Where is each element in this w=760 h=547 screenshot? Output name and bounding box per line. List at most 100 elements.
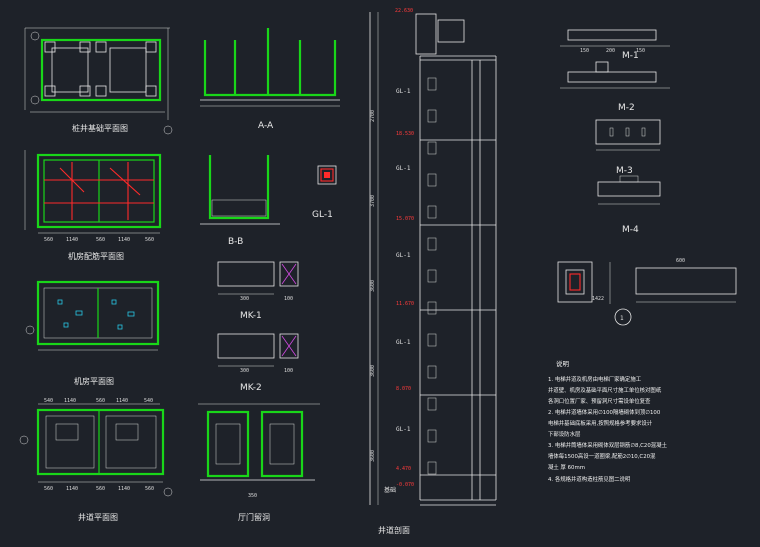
opening-mark: [427, 429, 437, 443]
svg-text:1140: 1140: [66, 486, 78, 492]
caption-machine-plan: 机房平面图: [74, 376, 114, 386]
m1-dim: 150: [580, 48, 589, 54]
floor-slabs: [420, 139, 496, 476]
floor-height: 2700: [370, 110, 376, 122]
gl-label: GL-1: [396, 426, 411, 433]
top-elevation: 22.630: [395, 8, 413, 14]
svg-text:560: 560: [145, 486, 154, 492]
note-line: 墙体每1500高设一道圈梁,配筋2∅10,C20混: [548, 452, 656, 460]
caption-mk-1: MK-1: [240, 311, 262, 321]
beam-plan-dims: 560 1140 560 1140 560: [44, 237, 154, 243]
gl-label: GL-1: [396, 165, 411, 172]
beam-reinforcement-plan: [24, 150, 162, 234]
mk1-width: 300: [240, 296, 249, 302]
opening-mark: [427, 461, 437, 475]
detail-marker: [614, 308, 632, 326]
mk1-height: 100: [284, 296, 293, 302]
caption-section-aa: A-A: [258, 121, 274, 131]
mk2-height: 100: [284, 368, 293, 374]
note-line: 电梯井基础底板采用,按照规格参考要求设计: [548, 419, 653, 427]
note-line: 凝土 厚 60mm: [548, 463, 585, 471]
shaft-elevation: [369, 12, 497, 506]
elev-label: 4.470: [396, 466, 411, 472]
svg-text:560: 560: [44, 237, 53, 243]
bottom-label: 基础: [384, 486, 396, 494]
notes-title: 说明: [556, 359, 570, 368]
caption-gl-1: GL-1: [312, 210, 333, 220]
svg-text:1140: 1140: [64, 398, 76, 404]
shaft-plan-dims-bottom: 560 1140 560 1140 560: [44, 486, 154, 492]
elev-label: 8.070: [396, 386, 411, 392]
door-span: 350: [248, 493, 257, 499]
opening-mark: [427, 205, 437, 219]
gl-label: GL-1: [396, 339, 411, 346]
m-1-detail: [560, 29, 670, 89]
caption-beam-plan: 机房配筋平面图: [68, 251, 124, 261]
elev-label: 15.070: [396, 216, 414, 222]
elev-label: 18.530: [396, 131, 414, 137]
caption-elevation: 井道剖面: [378, 525, 410, 535]
svg-text:560: 560: [96, 398, 105, 404]
caption-m-1: M-1: [622, 51, 639, 61]
opening-mark: [427, 365, 437, 379]
m1-dim: 150: [636, 48, 645, 54]
floor-height: 3700: [370, 195, 376, 207]
note-line: 2. 电梯井道墙体采用∅100隔墙砌体到顶∅100: [548, 408, 661, 416]
floor-height: 3600: [370, 280, 376, 292]
shaft-plan-dims-top: 540 1140 560 1140 540: [44, 398, 153, 404]
section-a-a: [200, 28, 340, 107]
svg-text:540: 540: [44, 398, 53, 404]
mk-1-detail: [217, 261, 299, 295]
detail-marker-label: 1: [620, 315, 624, 322]
note-line: 下部设防水层: [548, 430, 581, 438]
caption-mk-2: MK-2: [240, 383, 262, 393]
hall-door-openings: [198, 403, 320, 481]
opening-mark: [427, 333, 437, 347]
foundation-plan: [24, 27, 173, 135]
m1-dim: 200: [606, 48, 615, 54]
svg-text:540: 540: [144, 398, 153, 404]
caption-hall-door: 厅门留洞: [238, 512, 270, 522]
opening-mark: [427, 301, 437, 315]
svg-text:560: 560: [96, 237, 105, 243]
svg-text:1140: 1140: [66, 237, 78, 243]
caption-foundation: 桩井基础平面图: [72, 123, 128, 133]
shaft-plan: [19, 403, 173, 497]
caption-m-3: M-3: [616, 166, 633, 176]
note-line: 井道壁、机房及基础平面尺寸施工单位核对图纸: [548, 386, 662, 394]
note-line: 1. 电梯井道及机房由电梯厂家确定施工: [548, 375, 642, 383]
mk-2-detail: [217, 333, 299, 367]
svg-text:1140: 1140: [118, 486, 130, 492]
svg-text:560: 560: [96, 486, 105, 492]
mk2-width: 300: [240, 368, 249, 374]
opening-mark: [427, 237, 437, 251]
floor-height: 3600: [370, 450, 376, 462]
svg-text:560: 560: [44, 486, 53, 492]
gl-1-detail: [317, 165, 337, 185]
caption-m-4: M-4: [622, 225, 639, 235]
caption-m-2: M-2: [618, 103, 635, 113]
elev-label: -0.070: [396, 482, 414, 488]
notes-block: 说明 1. 电梯井道及机房由电梯厂家确定施工 井道壁、机房及基础平面尺寸施工单位…: [548, 359, 668, 483]
svg-text:1140: 1140: [118, 237, 130, 243]
gl-label: GL-1: [396, 88, 411, 95]
m-2-detail: [595, 119, 661, 151]
note-line: 各洞口位置厂家、预留洞尺寸需设单位复查: [548, 397, 651, 405]
caption-shaft-plan: 井道平面图: [78, 512, 118, 522]
elev-label: 11.670: [396, 301, 414, 307]
note-line: 3. 电梯井筒墙体采用砌体双层钢筋∅8,C20混凝土: [548, 441, 668, 449]
gl-label: GL-1: [396, 252, 411, 259]
opening-mark: [427, 397, 437, 411]
caption-section-bb: B-B: [228, 237, 243, 247]
opening-mark: [427, 77, 437, 91]
section-b-b: [200, 155, 280, 225]
opening-mark: [427, 109, 437, 123]
opening-mark: [427, 173, 437, 187]
opening-mark: [427, 141, 437, 155]
note-line: 4. 各规格井道构造柱筋见图二说明: [548, 475, 630, 483]
svg-text:560: 560: [145, 237, 154, 243]
m-3-detail: [597, 175, 661, 205]
machine-room-plan: [25, 280, 160, 351]
opening-mark: [427, 269, 437, 283]
